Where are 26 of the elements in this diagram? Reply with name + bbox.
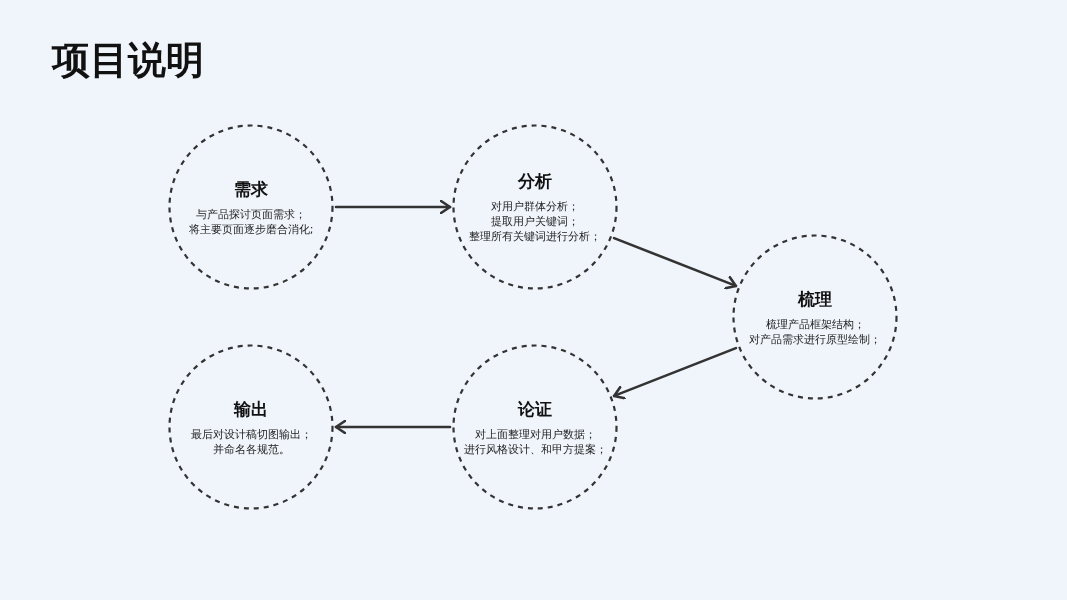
step-description: 梳理产品框架结构； — [765, 316, 865, 332]
step-circle — [452, 344, 618, 510]
step-description: 整理所有关键词进行分析； — [469, 229, 601, 244]
step-circle — [168, 344, 334, 510]
step-title: 梳理 — [798, 287, 832, 311]
step-description: 对上面整理对用户数据； — [474, 426, 596, 442]
step-description: 将主要页面逐步磨合消化; — [188, 221, 314, 237]
step-description: 对用户群体分析； — [491, 199, 579, 214]
arrow — [612, 346, 738, 400]
step-circle — [452, 124, 618, 290]
arrow — [334, 419, 452, 435]
arrow — [334, 199, 452, 215]
step-description: 与产品探讨页面需求； — [196, 206, 306, 222]
step-description: 并命名各规范。 — [212, 441, 290, 457]
step-title: 分析 — [518, 170, 552, 193]
step-title: 输出 — [234, 397, 268, 421]
step-circle — [732, 234, 898, 400]
page-title: 项目说明 — [52, 38, 204, 84]
step-title: 需求 — [234, 177, 268, 201]
step-description: 提取用户关键词； — [491, 214, 579, 229]
arrow — [612, 236, 738, 290]
step-circle — [168, 124, 334, 290]
step-description: 最后对设计稿切图输出； — [190, 426, 312, 442]
step-title: 论证 — [518, 397, 552, 421]
step-description: 进行风格设计、和甲方提案； — [463, 441, 607, 457]
step-description: 对产品需求进行原型绘制； — [749, 331, 881, 347]
